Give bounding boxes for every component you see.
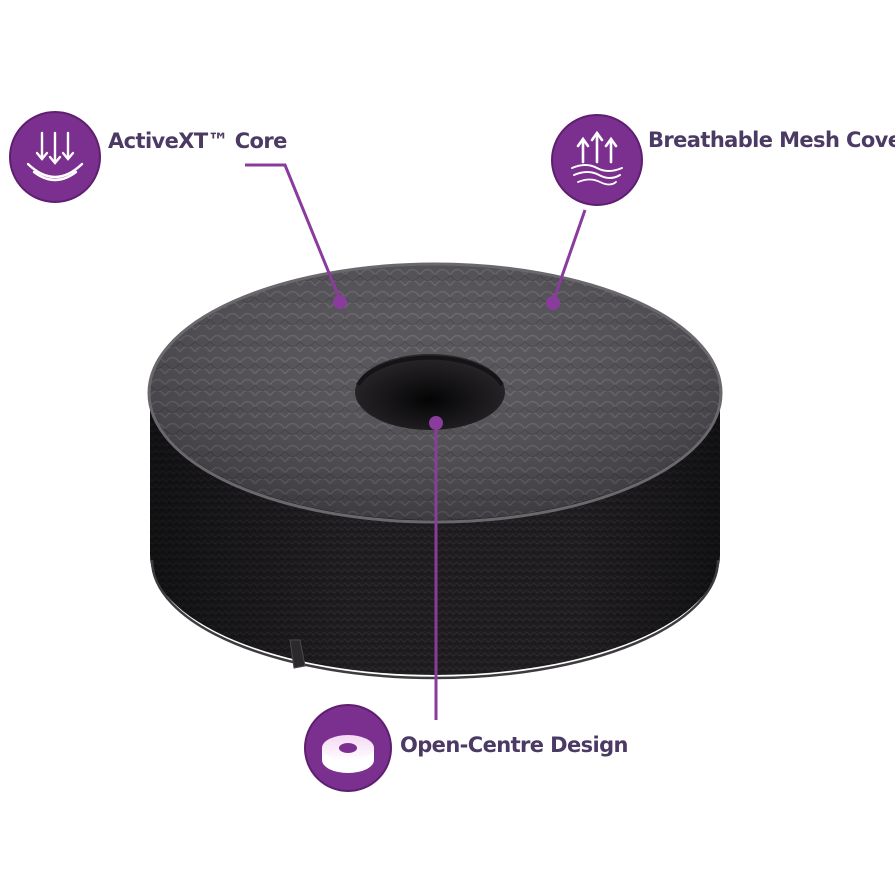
callout-lines	[245, 163, 587, 720]
callout-line-core	[245, 163, 342, 301]
cover-label: Breathable Mesh Cover	[648, 128, 895, 152]
ring-cushion-icon	[322, 735, 374, 773]
center-hole	[355, 354, 505, 430]
feature-centre: Open-Centre Design	[304, 704, 629, 792]
centre-label: Open-Centre Design	[400, 733, 628, 757]
callout-line-cover	[551, 209, 587, 303]
airflow-up-arrows-icon	[571, 130, 623, 186]
zipper-pull	[289, 639, 306, 669]
feature-cover: Breathable Mesh Cover	[551, 114, 895, 206]
donut-cushion	[147, 262, 723, 680]
foam-compression-arrows-icon	[26, 131, 84, 182]
feature-core: ActiveXT™ Core	[9, 111, 288, 203]
core-label: ActiveXT™ Core	[108, 129, 287, 153]
